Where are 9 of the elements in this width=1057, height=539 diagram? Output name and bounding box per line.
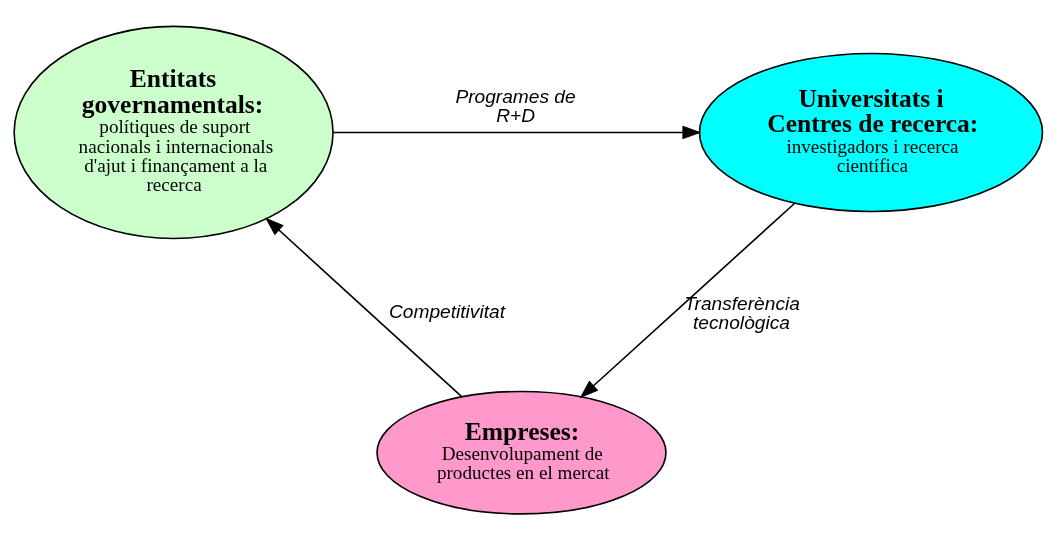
node-ellipse: Entitats governamentals: polítiques de suport nacionals i internacionals d'ajut i finançament a la recerca	[13, 25, 334, 239]
edge-label: Competitivitat	[389, 300, 505, 322]
arrow	[331, 125, 702, 139]
edge-label: Programes de R+D	[455, 85, 576, 126]
arrow	[579, 201, 796, 398]
node-ellipse: Universitats i Centres de recerca: investigadors i recerca científica	[698, 52, 1044, 212]
node-ellipse: Empreses: Desenvolupament de productes en el mercat	[376, 390, 667, 515]
arrow	[265, 216, 463, 398]
edge-label: Transferència tecnològica	[684, 292, 800, 333]
